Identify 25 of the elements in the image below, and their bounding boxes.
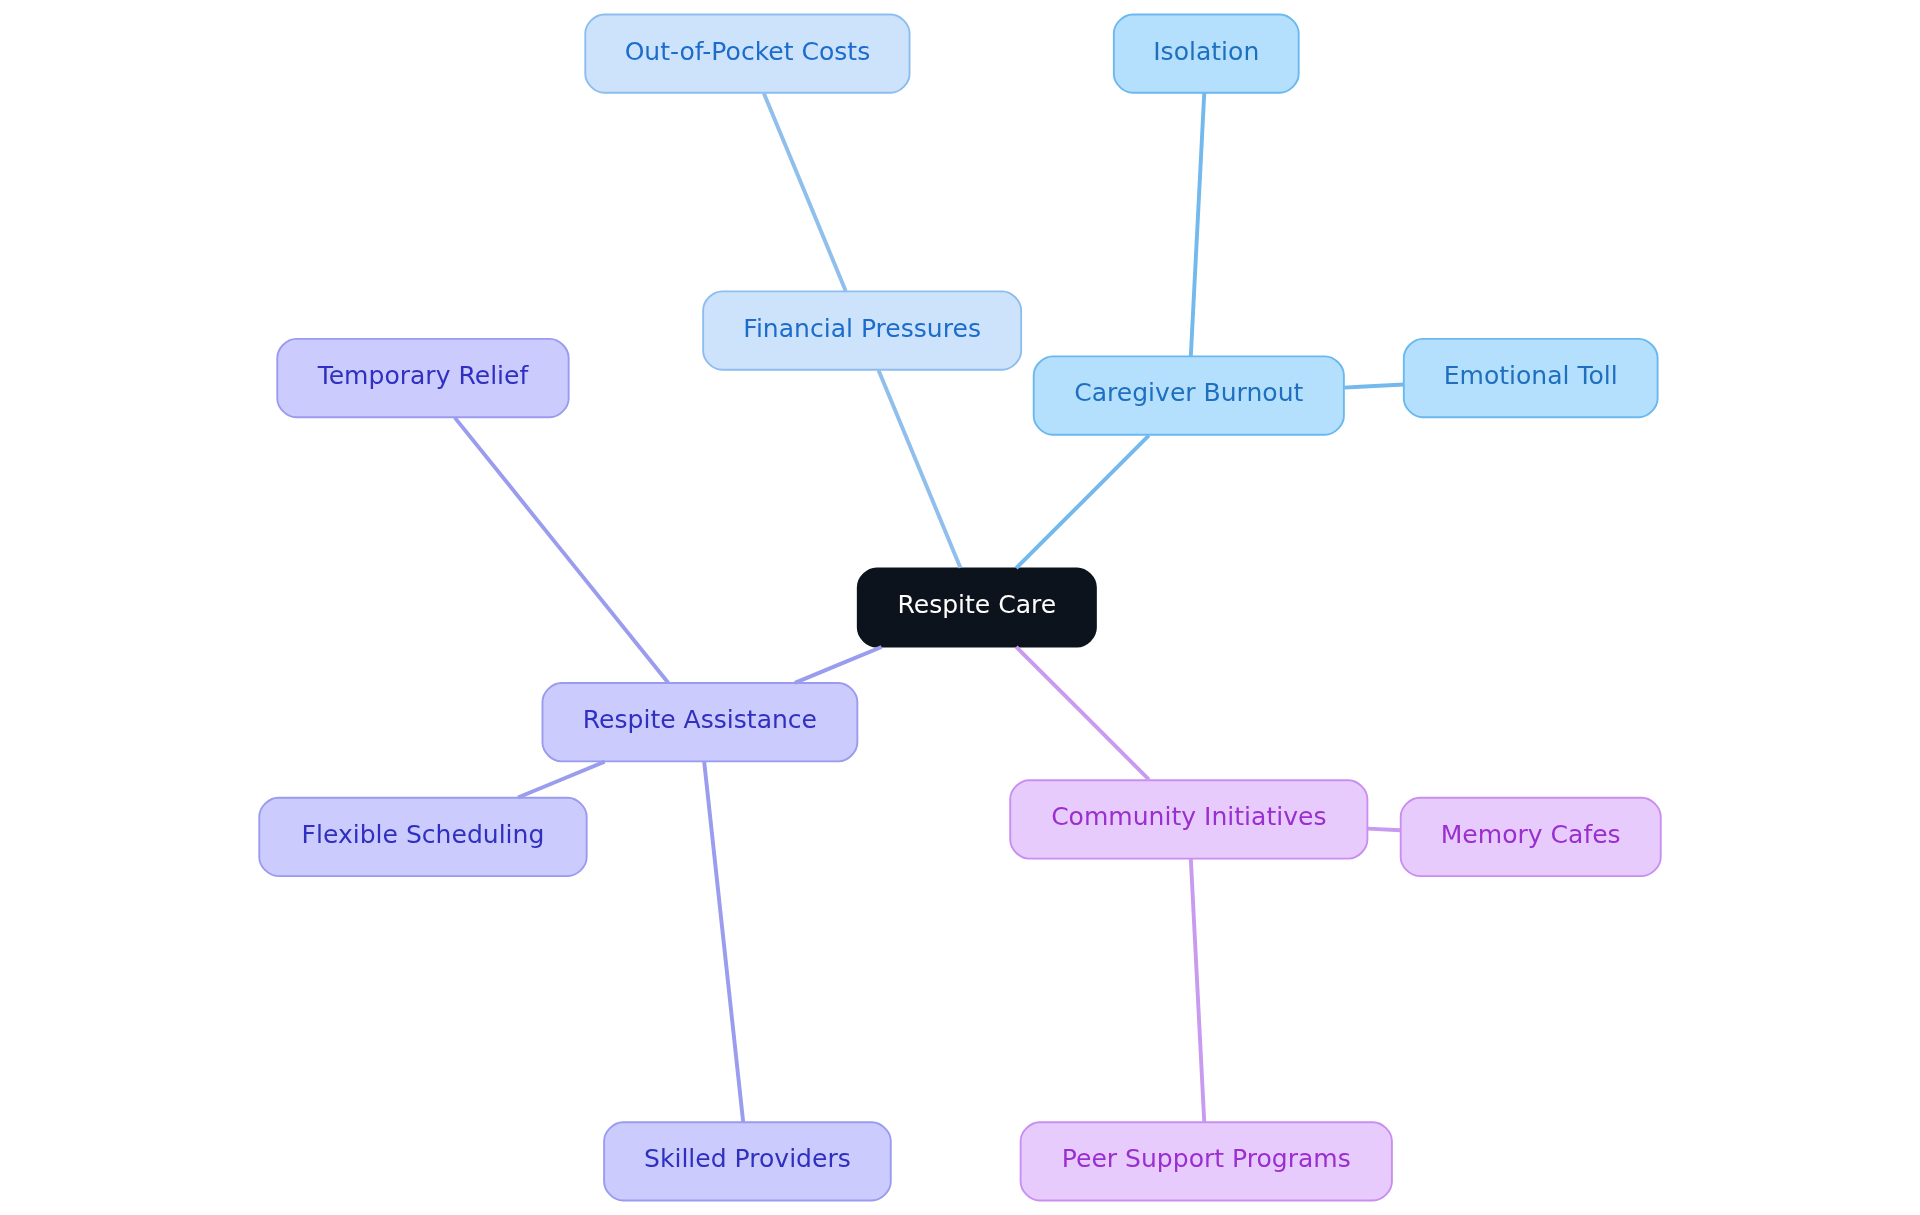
- connector: [876, 369, 963, 569]
- connector: [1014, 434, 1151, 570]
- connector: [1367, 826, 1401, 833]
- node-box: Respite Care: [856, 567, 1097, 648]
- connector: [794, 645, 883, 685]
- node-box: Peer Support Programs: [1019, 1121, 1393, 1202]
- node-box: Isolation: [1112, 13, 1300, 94]
- node-box: Caregiver Burnout: [1032, 355, 1345, 436]
- connector: [1014, 645, 1151, 781]
- connector: [702, 761, 746, 1123]
- connector: [1344, 382, 1404, 390]
- node-box: Respite Assistance: [541, 682, 859, 763]
- node-box: Skilled Providers: [603, 1121, 892, 1202]
- node-box: Temporary Relief: [276, 337, 570, 419]
- node-box: Emotional Toll: [1402, 337, 1659, 419]
- node-box: Financial Pressures: [702, 290, 1023, 371]
- node-box: Flexible Scheduling: [258, 796, 588, 878]
- connector: [762, 92, 848, 292]
- connector: [453, 416, 670, 684]
- connector: [1188, 92, 1207, 357]
- node-box: Memory Cafes: [1399, 796, 1662, 878]
- node-box: Community Initiatives: [1009, 779, 1369, 860]
- connector: [1188, 858, 1207, 1123]
- connector: [517, 759, 606, 800]
- node-box: Out-of-Pocket Costs: [584, 13, 911, 94]
